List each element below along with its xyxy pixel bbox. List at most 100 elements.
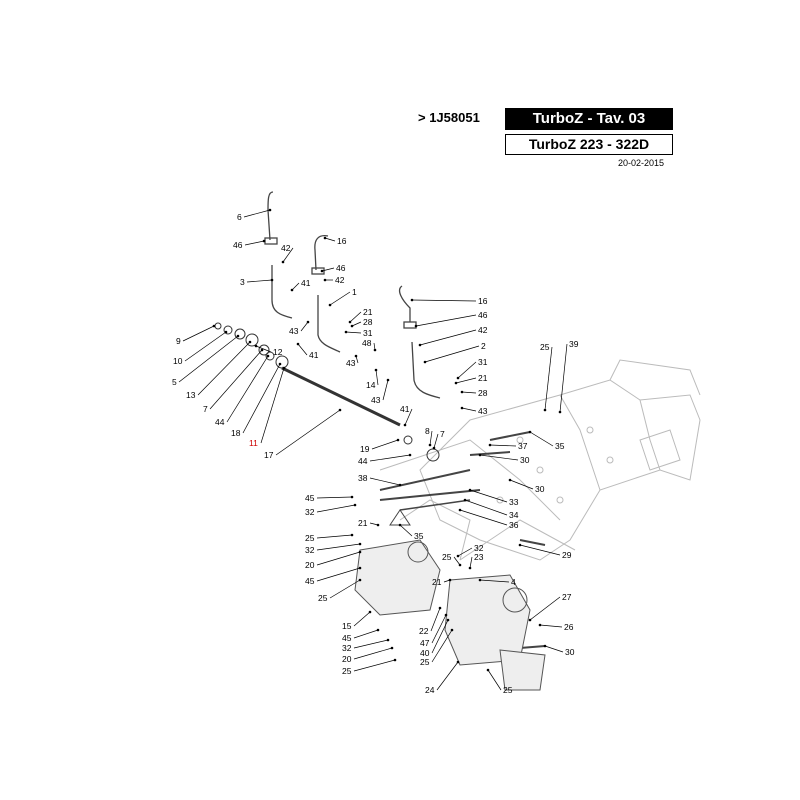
leader-dot-30 — [478, 453, 482, 457]
part-callout-35: 35 — [555, 441, 565, 451]
leader-dot-34 — [463, 498, 467, 502]
leader-line-10 — [184, 331, 227, 362]
leader-line-7 — [433, 433, 439, 449]
part-callout-43: 43 — [371, 395, 381, 405]
leader-line-2 — [424, 345, 480, 363]
part-callout-26: 26 — [564, 622, 574, 632]
part-callout-9: 9 — [176, 336, 181, 346]
leader-line-45 — [316, 496, 353, 499]
leader-line-25 — [544, 346, 553, 411]
shaft-and-washers — [214, 322, 440, 462]
part-callout-22: 22 — [419, 626, 429, 636]
leader-dot-21 — [348, 320, 352, 324]
part-callout-41: 41 — [301, 278, 311, 288]
leader-dot-20 — [358, 550, 362, 554]
leader-dot-42 — [281, 260, 285, 264]
part-callout-7: 7 — [203, 404, 208, 414]
part-callout-30: 30 — [520, 455, 530, 465]
leader-line-16 — [324, 237, 336, 242]
leader-line-46 — [415, 314, 477, 327]
leader-dot-9 — [212, 324, 216, 328]
leader-line-45 — [316, 567, 361, 582]
part-callout-1: 1 — [352, 287, 357, 297]
leader-line-16 — [411, 299, 477, 302]
leader-line-35 — [399, 524, 413, 537]
part-callout-46: 46 — [233, 240, 243, 250]
leader-dot-25 — [543, 408, 547, 412]
leader-line-1 — [329, 291, 351, 306]
leader-line-32 — [353, 639, 389, 649]
leader-dot-3 — [270, 278, 274, 282]
leader-dot-42 — [323, 278, 327, 282]
leader-dot-38 — [398, 483, 402, 487]
part-callout-30: 30 — [535, 484, 545, 494]
part-callout-19: 19 — [360, 444, 370, 454]
part-callout-45: 45 — [305, 493, 315, 503]
leader-dot-40 — [446, 618, 450, 622]
leader-dot-35 — [528, 430, 532, 434]
part-callout-20: 20 — [342, 654, 352, 664]
leader-dot-17 — [338, 408, 342, 412]
part-callout-32: 32 — [342, 643, 352, 653]
leader-line-21 — [349, 311, 362, 323]
part-callout-41: 41 — [400, 404, 410, 414]
part-callout-17: 17 — [264, 450, 274, 460]
leader-dot-7 — [260, 348, 264, 352]
leader-dot-16 — [323, 236, 327, 240]
part-callout-41: 41 — [309, 350, 319, 360]
part-callout-27: 27 — [562, 592, 572, 602]
part-callout-44: 44 — [358, 456, 368, 466]
leader-dot-23 — [468, 566, 472, 570]
part-callout-24: 24 — [425, 685, 435, 695]
leader-line-31 — [457, 361, 477, 379]
part-callout-25: 25 — [442, 552, 452, 562]
part-callout-21: 21 — [358, 518, 368, 528]
leader-dot-18 — [278, 362, 282, 366]
leader-line-28 — [461, 391, 477, 394]
part-callout-7: 7 — [440, 429, 445, 439]
leader-line-41 — [297, 343, 308, 356]
leader-dot-25 — [450, 628, 454, 632]
leader-line-41 — [404, 408, 413, 426]
part-callout-45: 45 — [342, 633, 352, 643]
part-callout-10: 10 — [173, 356, 183, 366]
leader-line-42 — [282, 247, 294, 263]
leader-line-21 — [369, 522, 379, 526]
leader-line-15 — [353, 611, 371, 627]
leader-dot-1 — [328, 303, 332, 307]
part-callout-2: 2 — [481, 341, 486, 351]
leader-line-25 — [431, 629, 453, 663]
part-callout-13: 13 — [186, 390, 196, 400]
leader-dot-31 — [344, 330, 348, 334]
leader-line-41 — [291, 282, 300, 291]
part-callout-25: 25 — [318, 593, 328, 603]
leader-dot-32 — [353, 503, 357, 507]
leader-dot-44 — [408, 453, 412, 457]
leader-line-34 — [464, 499, 508, 516]
leader-dot-36 — [458, 508, 462, 512]
leader-line-30 — [479, 454, 519, 461]
leader-line-9 — [182, 325, 215, 342]
leader-dot-43 — [306, 320, 310, 324]
leader-dot-32 — [456, 554, 460, 558]
part-callout-20: 20 — [305, 560, 315, 570]
part-callout-25: 25 — [420, 657, 430, 667]
leader-dot-8 — [428, 443, 432, 447]
leader-dot-48 — [373, 348, 377, 352]
leader-dot-21 — [454, 381, 458, 385]
part-callout-30: 30 — [565, 647, 575, 657]
leader-dot-31 — [456, 376, 460, 380]
leader-dot-25 — [486, 668, 490, 672]
leader-dot-21 — [376, 523, 380, 527]
leader-dot-25 — [350, 533, 354, 537]
part-callout-11: 11 — [249, 438, 258, 448]
leader-line-36 — [459, 509, 508, 526]
leader-line-11 — [260, 367, 285, 444]
leader-line-25 — [353, 659, 396, 672]
part-callout-43: 43 — [478, 406, 488, 416]
leader-line-7 — [209, 349, 263, 410]
leader-dot-35 — [398, 523, 402, 527]
leader-dot-45 — [358, 566, 362, 570]
leader-dot-42 — [418, 343, 422, 347]
leader-line-18 — [242, 363, 281, 434]
